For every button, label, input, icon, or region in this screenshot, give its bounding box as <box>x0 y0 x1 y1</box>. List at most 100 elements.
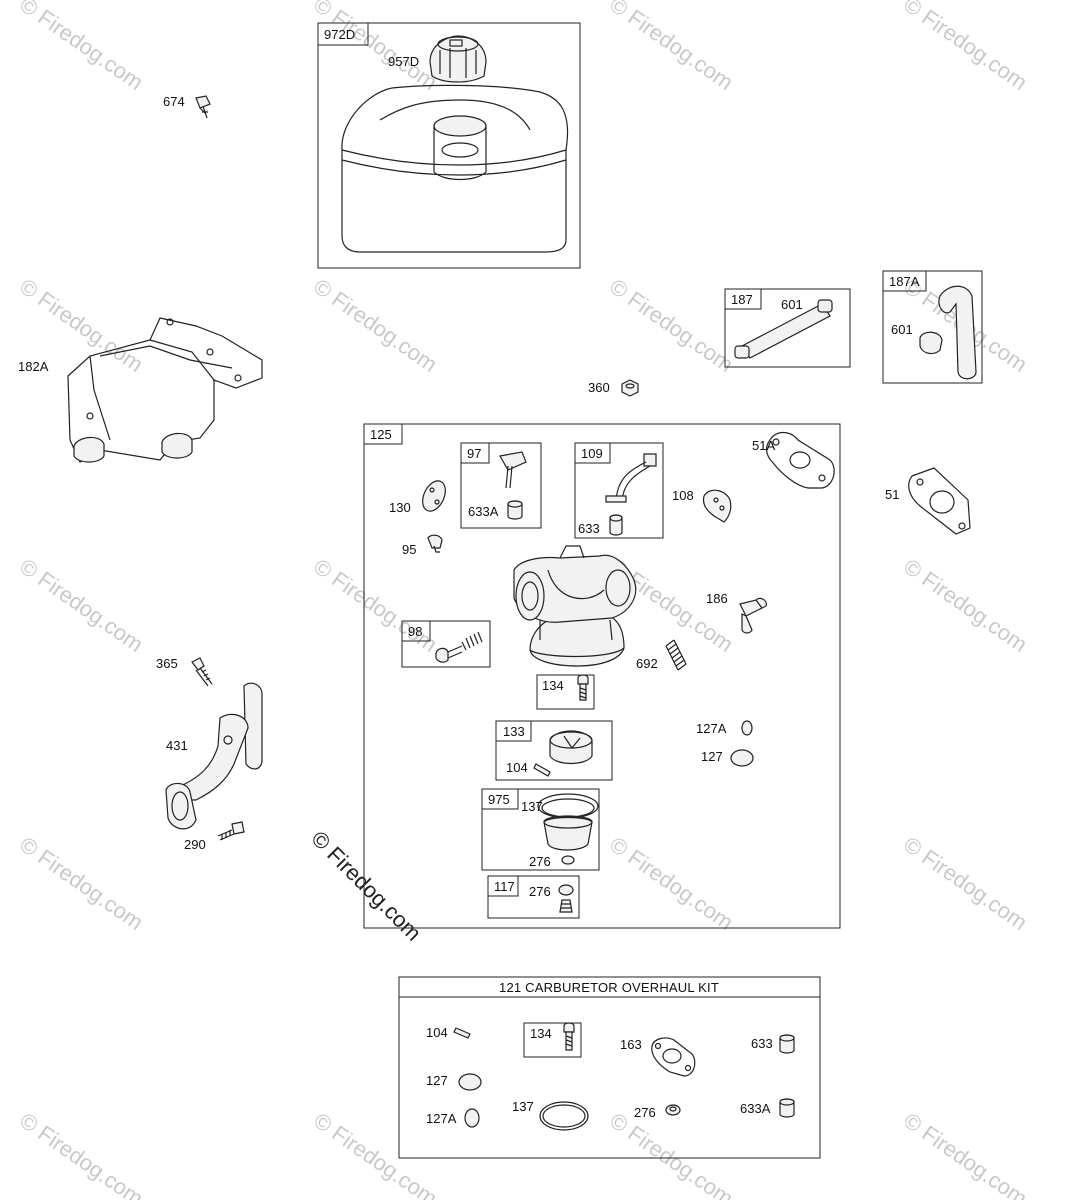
fuel-line-group-187A: 187A 601 <box>882 270 983 384</box>
throttle-plate-130-icon <box>422 480 446 512</box>
label-633A: 633A <box>468 504 499 519</box>
kit-label-137: 137 <box>512 1099 534 1114</box>
label-633: 633 <box>578 521 600 536</box>
gasket-51-icon <box>908 467 971 535</box>
label-box-972D <box>317 22 369 46</box>
frame-975 <box>481 788 600 871</box>
kit-jet-134-icon <box>563 1022 575 1051</box>
watermark: © Firedog.com <box>605 1108 738 1200</box>
fuel-hose-icon <box>734 299 833 359</box>
kit-label-163: 163 <box>620 1037 642 1052</box>
label-95: 95 <box>402 542 416 557</box>
bowl-screw-117-icon <box>558 884 574 913</box>
carburetor-body-icon <box>513 545 637 667</box>
fuel-line-group-187: 187 601 <box>724 288 851 368</box>
watermark: © Firedog.com <box>309 554 442 657</box>
watermark: © Firedog.com <box>605 832 738 935</box>
watermark: © Firedog.com <box>899 832 1032 935</box>
kit-plug-127A-icon <box>464 1108 480 1128</box>
label-97: 97 <box>467 446 481 461</box>
watermark: © Firedog.com <box>605 0 738 95</box>
kit-title: 121 CARBURETOR OVERHAUL KIT <box>499 980 719 995</box>
kit-pin-104-icon <box>453 1027 471 1039</box>
label-117: 117 <box>494 879 515 894</box>
exhaust-pipe-431-icon <box>165 682 263 830</box>
watermark: © Firedog.com <box>309 0 442 95</box>
label-box-98 <box>401 620 431 642</box>
fuel-tank-group: 972D 957D <box>317 22 581 269</box>
overhaul-kit-group: 121 CARBURETOR OVERHAUL KIT 104 134 163 … <box>398 976 821 1159</box>
label-125: 125 <box>370 427 392 442</box>
watermark: © Firedog.com <box>15 554 148 657</box>
label-187: 187 <box>731 292 753 307</box>
watermark: © Firedog.com <box>605 274 738 377</box>
label-276a: 276 <box>529 854 551 869</box>
nut-360-icon <box>621 379 639 397</box>
label-98: 98 <box>408 624 422 639</box>
watermark: © Firedog.com <box>899 1108 1032 1200</box>
float-133-icon <box>533 730 593 777</box>
watermark: © Firedog.com <box>15 0 148 95</box>
screw-674-icon <box>195 95 211 119</box>
float-bowl-975-icon <box>537 793 599 865</box>
label-972D: 972D <box>324 27 355 42</box>
elbow-hose-icon <box>919 285 977 380</box>
kit-label-127A: 127A <box>426 1111 457 1126</box>
label-51A: 51A <box>752 438 775 453</box>
kit-label-633: 633 <box>751 1036 773 1051</box>
label-957D: 957D <box>388 54 419 69</box>
label-130: 130 <box>389 500 411 515</box>
float-needle-109-icon <box>605 453 657 536</box>
kit-gasket-163-icon <box>651 1037 696 1077</box>
label-975: 975 <box>488 792 510 807</box>
frame-972D <box>317 22 581 269</box>
kit-label-127: 127 <box>426 1073 448 1088</box>
kit-label-134: 134 <box>530 1026 552 1041</box>
label-box-187A <box>882 270 927 292</box>
label-360: 360 <box>588 380 610 395</box>
plug-127-icon <box>730 749 754 767</box>
label-box-117 <box>487 875 519 897</box>
kit-seat-633A-icon <box>779 1098 795 1118</box>
label-365: 365 <box>156 656 178 671</box>
kit-label-633A: 633A <box>740 1101 771 1116</box>
kit-label-276: 276 <box>634 1105 656 1120</box>
label-box-125 <box>363 423 403 445</box>
plug-127A-icon <box>741 720 753 736</box>
watermark: © Firedog.com <box>309 274 442 377</box>
frame-117 <box>487 875 580 919</box>
jet-134-icon <box>577 674 589 701</box>
label-674: 674 <box>163 94 185 109</box>
label-186: 186 <box>706 591 728 606</box>
label-box-133 <box>495 720 532 742</box>
frame-97 <box>460 442 542 529</box>
screw-290-icon <box>217 821 245 841</box>
lever-97-icon <box>499 451 527 520</box>
stud-365-icon <box>191 657 213 687</box>
watermark: © Firedog.com <box>15 832 148 935</box>
frame-98 <box>401 620 491 668</box>
label-box-187 <box>724 288 762 310</box>
label-127A: 127A <box>696 721 727 736</box>
fuel-cap-icon <box>429 35 487 83</box>
frame-125 <box>363 423 841 929</box>
label-109: 109 <box>581 446 603 461</box>
frame-kit <box>398 976 821 1159</box>
gasket-51A-icon <box>765 431 835 489</box>
watermark: © Firedog.com <box>899 554 1032 657</box>
frame-133 <box>495 720 613 781</box>
idle-screw-98-icon <box>435 631 483 663</box>
fitting-186-icon <box>739 597 767 634</box>
label-431: 431 <box>166 738 188 753</box>
choke-plate-108-icon <box>702 489 732 523</box>
label-137: 137 <box>521 799 543 814</box>
label-601b: 601 <box>891 322 913 337</box>
carburetor-group-125: 125 97 633A 109 633 51A <box>363 423 841 929</box>
kit-ring-137-icon <box>539 1101 589 1131</box>
watermark: © Firedog.com <box>899 0 1032 95</box>
watermark: © Firedog.com <box>15 1108 148 1200</box>
label-601a: 601 <box>781 297 803 312</box>
label-104: 104 <box>506 760 528 775</box>
label-134: 134 <box>542 678 564 693</box>
